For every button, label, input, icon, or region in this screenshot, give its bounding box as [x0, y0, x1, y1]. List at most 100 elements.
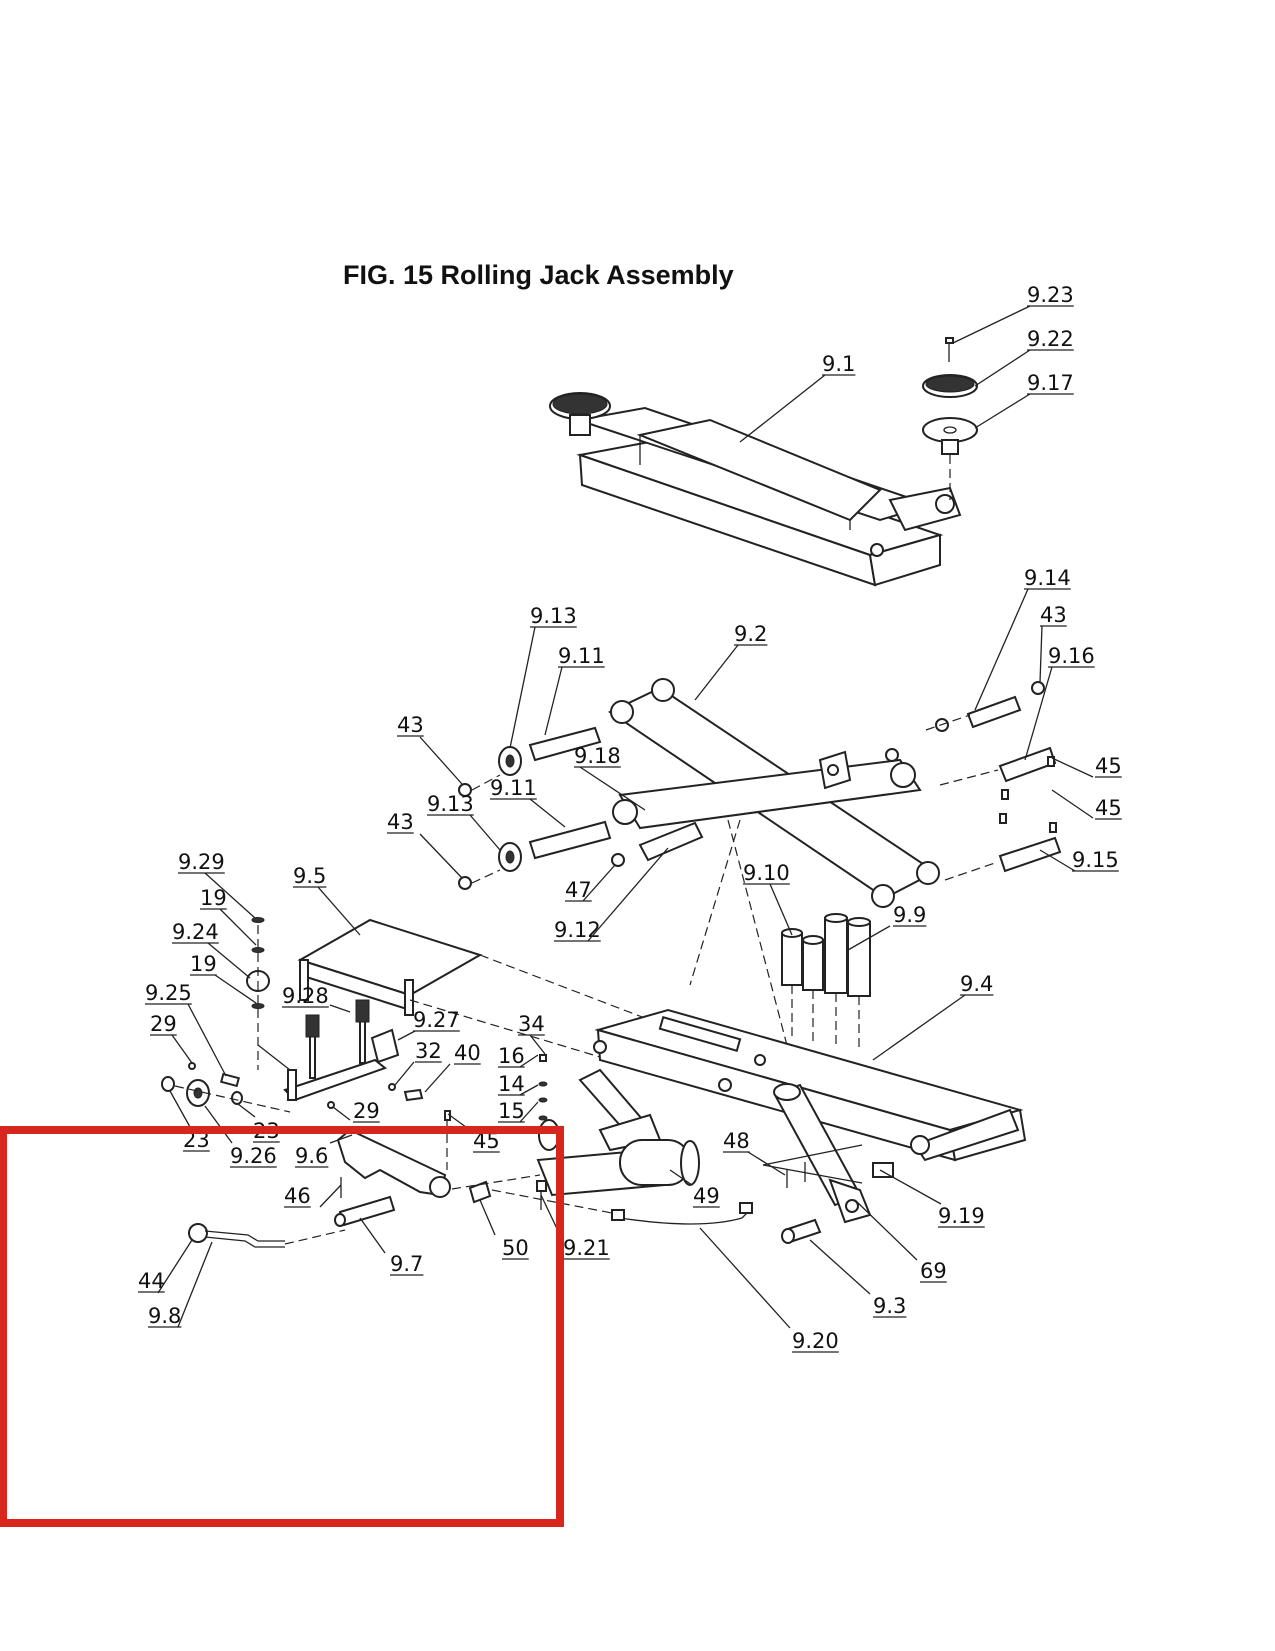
- callout-9-11b: 9.11: [490, 776, 566, 828]
- callout-label: 9.11: [558, 644, 605, 668]
- callout-label: 49: [693, 1184, 720, 1208]
- callout-9-27: 9.27: [397, 1008, 460, 1041]
- callout-9-10: 9.10: [743, 861, 793, 936]
- callout-23b: 23: [237, 1103, 280, 1143]
- callout-19b: 19: [190, 952, 257, 1004]
- callout-9-13b: 9.13: [427, 792, 501, 851]
- callout-50: 50: [479, 1199, 529, 1260]
- callout-label: 9.11: [490, 776, 537, 800]
- callout-9-24: 9.24: [172, 920, 251, 979]
- callout-leader-line: [1024, 666, 1053, 761]
- callout-9-6: 9.6: [295, 1134, 353, 1168]
- callout-44: 44: [138, 1239, 193, 1294]
- callout-leader-line: [329, 1004, 351, 1013]
- part-9-6-handle-socket: [336, 1128, 451, 1198]
- callout-label: 9.6: [295, 1144, 328, 1168]
- callout-9-2: 9.2: [694, 622, 768, 701]
- callout-leader-line: [974, 588, 1029, 711]
- callout-label: 9.28: [282, 984, 329, 1008]
- callout-9-20: 9.20: [699, 1227, 839, 1353]
- callout-label: 34: [518, 1012, 545, 1036]
- callout-label: 9.4: [960, 972, 993, 996]
- callout-48: 48: [723, 1129, 786, 1176]
- callout-leader-line: [187, 1003, 227, 1077]
- callout-leader-line: [169, 1090, 191, 1128]
- callout-leader-line: [519, 1054, 539, 1068]
- part-50-fitting: [451, 1174, 613, 1214]
- callout-leader-line: [669, 1169, 693, 1186]
- callout-label: 9.14: [1024, 566, 1071, 590]
- callout-label: 19: [190, 952, 217, 976]
- callout-9-17: 9.17: [974, 371, 1074, 429]
- callout-label: 29: [353, 1099, 380, 1123]
- callout-label: 46: [284, 1184, 311, 1208]
- callout-40: 40: [424, 1041, 481, 1093]
- callout-leader-line: [207, 942, 251, 979]
- callout-label: 9.20: [792, 1329, 839, 1353]
- callout-leader-line: [424, 1063, 451, 1093]
- callout-leader-line: [237, 1103, 256, 1118]
- pump-assembly: [536, 1054, 753, 1225]
- callout-label: 16: [498, 1044, 525, 1068]
- callout-43a: 43: [1039, 603, 1067, 683]
- callout-label: 9.27: [413, 1008, 460, 1032]
- callout-label: 50: [502, 1236, 529, 1260]
- callout-16: 16: [498, 1044, 539, 1068]
- figure-title: FIG. 15 Rolling Jack Assembly: [343, 260, 734, 290]
- callout-leader-line: [171, 1034, 193, 1064]
- callout-label: 43: [397, 713, 424, 737]
- callout-leader-line: [214, 974, 257, 1004]
- callout-9-26: 9.26: [204, 1105, 277, 1168]
- callout-leader-line: [332, 1106, 351, 1121]
- callout-label: 9.9: [893, 903, 926, 927]
- callout-29a: 29: [150, 1012, 193, 1064]
- part-9-23-screw: [945, 337, 954, 362]
- callout-label: 9.7: [390, 1252, 423, 1276]
- callout-leader-line: [419, 736, 463, 785]
- part-9-22-rubber-pad: [922, 374, 978, 398]
- callout-9-21: 9.21: [540, 1194, 610, 1260]
- callout-9-28: 9.28: [282, 984, 351, 1013]
- callout-69: 69: [854, 1199, 947, 1283]
- part-9-9-9-10-cylinders: [689, 819, 871, 1096]
- callout-label: 9.24: [172, 920, 219, 944]
- callout-label: 9.5: [293, 864, 326, 888]
- callout-label: 9.19: [938, 1204, 985, 1228]
- callout-9-19: 9.19: [879, 1169, 985, 1228]
- callout-label: 9.18: [574, 744, 621, 768]
- callout-9-8: 9.8: [148, 1241, 213, 1328]
- callout-leader-line: [519, 1101, 539, 1123]
- callout-label: 9.12: [554, 918, 601, 942]
- callout-leader-line: [952, 305, 1031, 344]
- callout-label: 45: [1095, 754, 1122, 778]
- pad-left: [549, 392, 611, 436]
- callout-label: 9.29: [178, 850, 225, 874]
- callout-9-16: 9.16: [1024, 644, 1095, 761]
- part-9-1-beam: [576, 406, 962, 587]
- callout-leader-line: [1051, 757, 1094, 778]
- callout-leader-line: [694, 644, 739, 701]
- callout-9-29: 9.29: [178, 850, 256, 919]
- callout-9-7: 9.7: [359, 1217, 424, 1276]
- callout-label: 32: [415, 1039, 442, 1063]
- callout-label: 69: [920, 1259, 947, 1283]
- callout-leader-line: [854, 1199, 918, 1261]
- highlight-box: [0, 1126, 564, 1527]
- callout-label: 45: [1095, 796, 1122, 820]
- callout-label: 43: [1040, 603, 1067, 627]
- callout-label: 9.17: [1027, 371, 1074, 395]
- callout-leader-line: [879, 1169, 942, 1205]
- callout-9-5: 9.5: [293, 864, 361, 936]
- callout-label: 9.15: [1072, 848, 1119, 872]
- callout-leader-line: [529, 1034, 546, 1055]
- part-9-8-handle: [188, 1223, 346, 1248]
- callout-9-23: 9.23: [952, 283, 1074, 344]
- callout-leader-line: [769, 883, 793, 936]
- callout-9-4: 9.4: [872, 972, 994, 1061]
- callout-label: 9.8: [148, 1304, 181, 1328]
- callout-label: 48: [723, 1129, 750, 1153]
- callout-9-9: 9.9: [847, 903, 927, 951]
